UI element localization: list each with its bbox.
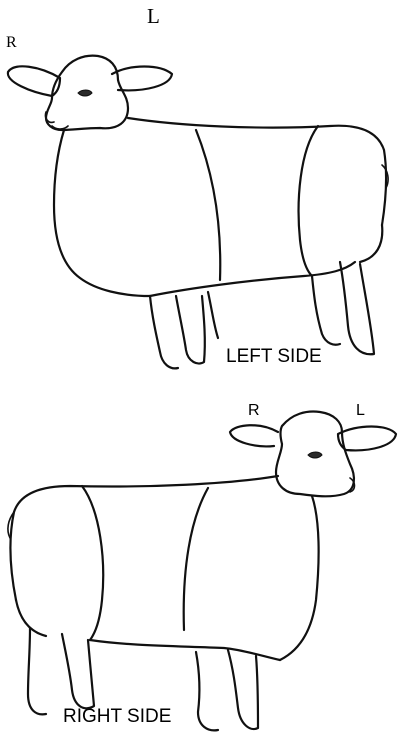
top-sheep-rear-leg-1 xyxy=(312,276,340,345)
bottom-sheep-shoulder-line xyxy=(184,488,208,630)
bottom-sheep-belly xyxy=(90,640,280,660)
top-sheep-neck xyxy=(54,130,150,296)
bottom-sheep-eye xyxy=(308,452,322,458)
top-sheep-eye xyxy=(78,90,92,96)
bottom-sheep-left-ear xyxy=(230,425,278,446)
top-sheep-rear-line xyxy=(299,126,318,276)
bottom-sheep-front-leg-2 xyxy=(228,650,258,729)
sheep-right-side xyxy=(8,412,396,731)
top-sheep-rear-leg-2 xyxy=(340,262,374,354)
bottom-sheep-rear-leg-1 xyxy=(28,628,46,714)
bottom-sheep-rear-line xyxy=(82,486,103,640)
bottom-sheep-chest xyxy=(280,496,319,660)
top-sheep-rump xyxy=(360,225,382,262)
top-sheep-front-leg-2 xyxy=(176,296,205,364)
top-sheep-front-leg-1 xyxy=(150,296,178,368)
bottom-sheep-right-ear xyxy=(338,427,396,451)
bottom-sheep-rear-leg-2 xyxy=(62,634,94,708)
top-sheep-belly xyxy=(150,262,355,296)
top-sheep-front-leg-3 xyxy=(208,292,218,338)
bottom-sheep-back xyxy=(10,476,278,600)
top-sheep-shoulder-line xyxy=(196,130,220,280)
bottom-sheep-front-leg-1 xyxy=(196,652,218,730)
sheep-left-side xyxy=(8,56,388,369)
top-sheep-back xyxy=(128,118,386,225)
